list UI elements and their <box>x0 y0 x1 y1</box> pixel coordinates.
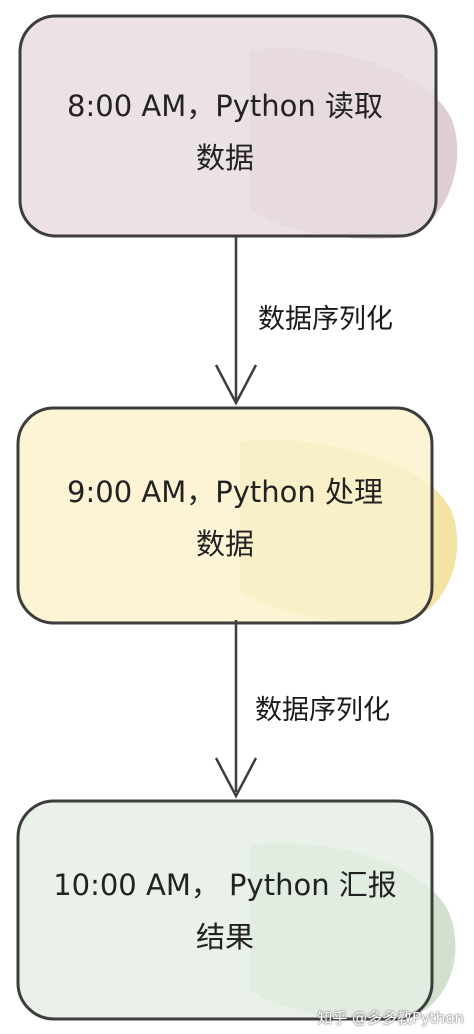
node-report-results: 10:00 AM， Python 汇报 结果 <box>0 795 474 1025</box>
edge-2-label: 数据序列化 <box>255 695 390 726</box>
node-process-data-shape <box>16 406 458 625</box>
node-report-results-shape <box>16 799 456 1022</box>
node-report-results-box <box>16 799 434 1021</box>
node-process-data-text: 9:00 AM，Python 处理 数据 <box>20 466 430 570</box>
node-read-data-box <box>18 14 438 238</box>
node-report-results-line1: 10:00 AM， Python 汇报 <box>53 868 397 902</box>
node-read-data: 8:00 AM，Python 读取 数据 <box>0 10 474 240</box>
node-process-data-line1: 9:00 AM，Python 处理 <box>67 475 383 509</box>
node-read-data-text: 8:00 AM，Python 读取 数据 <box>20 80 430 184</box>
node-process-data-box <box>16 406 434 625</box>
watermark: 知乎 @多多教Python <box>317 1009 464 1027</box>
edge-2-arrow <box>214 620 258 799</box>
edge-1-arrow <box>214 235 258 406</box>
node-report-results-line2: 结果 <box>195 920 254 954</box>
node-read-data-line1: 8:00 AM，Python 读取 <box>67 89 383 123</box>
edge-1-label: 数据序列化 <box>258 304 393 335</box>
node-process-data-line2: 数据 <box>195 527 254 561</box>
node-report-results-text: 10:00 AM， Python 汇报 结果 <box>20 859 430 963</box>
node-read-data-line2: 数据 <box>195 141 254 175</box>
node-process-data: 9:00 AM，Python 处理 数据 <box>0 402 474 627</box>
node-read-data-shape <box>18 14 458 239</box>
